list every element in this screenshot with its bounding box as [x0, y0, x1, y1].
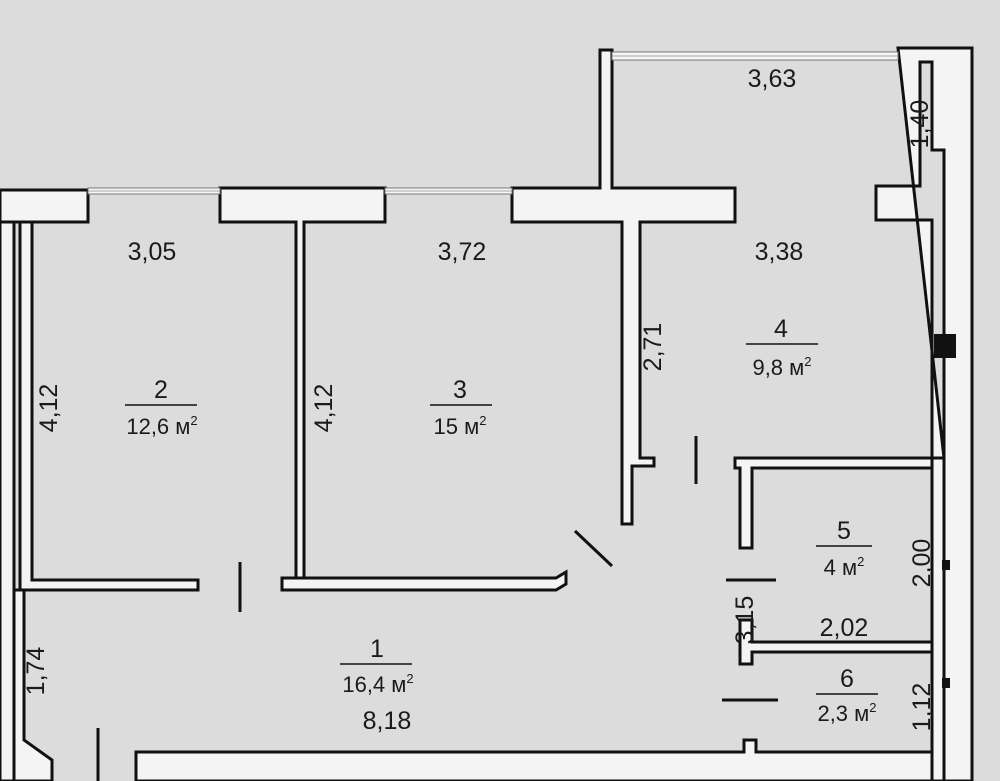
room-4-number: 4 [774, 315, 788, 343]
room-3-number: 3 [453, 376, 467, 404]
dim-balcony-width: 3,63 [748, 65, 797, 93]
wall-markers [934, 334, 956, 688]
room-6-number: 6 [840, 665, 854, 693]
room-2-number: 2 [154, 376, 168, 404]
windows [87, 51, 899, 195]
walls [0, 46, 974, 781]
room-1-number: 1 [370, 635, 384, 663]
marker-wc [942, 678, 950, 688]
dim-room3-width: 3,72 [438, 238, 487, 266]
room-6-area: 2,3 м2 [817, 700, 876, 726]
dim-room4-depth: 2,71 [639, 323, 667, 372]
dim-wc-depth: 1,12 [908, 683, 936, 732]
door-room3 [573, 529, 614, 568]
dimension-labels: 3,05 3,72 3,63 1,40 3,38 2,71 4,12 4,12 … [22, 65, 936, 735]
dim-bath-depth: 2,00 [908, 539, 936, 588]
dim-bath-width: 2,02 [820, 614, 869, 642]
dim-room2-width: 3,05 [128, 238, 177, 266]
marker-bath [942, 560, 950, 570]
dim-corridor-depth: 3,15 [731, 596, 759, 645]
room-5-number: 5 [837, 517, 851, 545]
dim-room3-depth: 4,12 [310, 384, 338, 433]
room-2-area: 12,6 м2 [126, 413, 197, 439]
marker-room4 [934, 334, 956, 358]
dim-room4-width: 3,38 [755, 238, 804, 266]
dim-hall-depth: 1,74 [22, 647, 50, 696]
doors [96, 436, 778, 781]
dim-balcony-depth: 1,40 [906, 100, 934, 149]
dim-hall-length: 8,18 [363, 707, 412, 735]
room-5-area: 4 м2 [824, 554, 865, 580]
room-4-area: 9,8 м2 [752, 354, 811, 380]
room-3-area: 15 м2 [434, 413, 487, 439]
room-labels: 1 16,4 м2 2 12,6 м2 3 15 м2 4 9,8 м2 5 4… [125, 315, 878, 726]
room-1-area: 16,4 м2 [342, 671, 413, 697]
dim-room2-depth: 4,12 [35, 384, 63, 433]
